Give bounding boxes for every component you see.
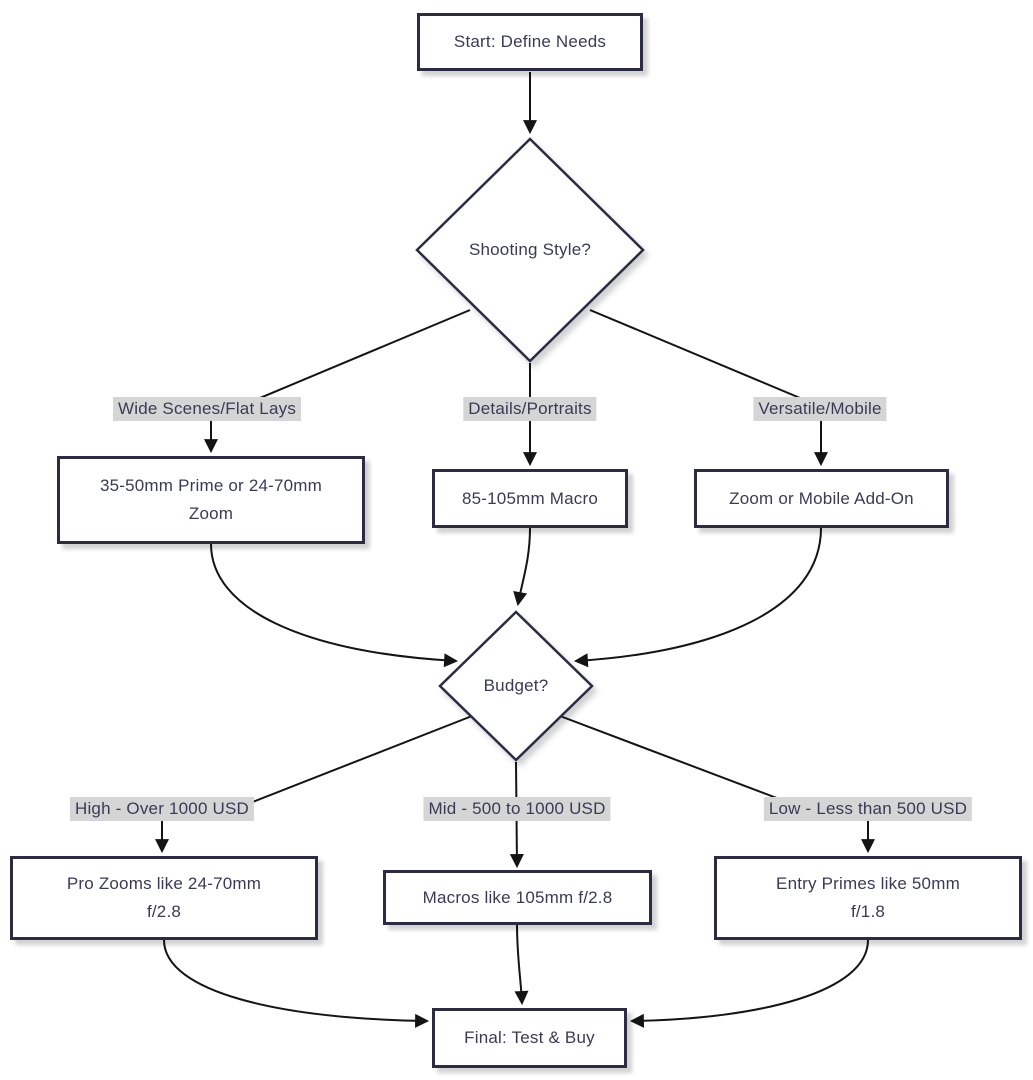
- node-mid-macros-label: Macros like 105mm f/2.8: [422, 887, 613, 907]
- edge-mid-to-final: [514, 923, 529, 1006]
- edge-zoom-to-budget: [573, 527, 822, 668]
- node-pro-zooms: Pro Zooms like 24-70mm f/2.8: [10, 856, 318, 940]
- edge-shooting-style-to-wide-upper: [247, 309, 471, 404]
- node-macro-option: 85-105mm Macro: [432, 469, 628, 528]
- node-final-label: Final: Test & Buy: [464, 1028, 595, 1048]
- node-start: Start: Define Needs: [417, 13, 643, 71]
- edge-label-high-budget: High - Over 1000 USD: [69, 797, 255, 821]
- node-pro-zooms-label: Pro Zooms like 24-70mm f/2.8: [66, 874, 262, 921]
- node-budget-label: Budget?: [483, 676, 549, 696]
- edge-entry-to-final: [629, 939, 869, 1028]
- node-budget: Budget?: [438, 610, 594, 762]
- node-zoom-option: Zoom or Mobile Add-On: [694, 469, 949, 528]
- edge-label-low-budget: Low - Less than 500 USD: [763, 797, 973, 821]
- edge-budget-to-entry-upper: [559, 715, 791, 804]
- node-start-label: Start: Define Needs: [453, 32, 607, 52]
- node-wide-option-label: 35-50mm Prime or 24-70mm Zoom: [99, 476, 323, 523]
- edge-pro-to-final: [163, 939, 430, 1028]
- node-final: Final: Test & Buy: [432, 1008, 627, 1068]
- diamond-shape: [415, 137, 645, 363]
- edge-wide-to-budget: [210, 543, 459, 668]
- edge-shooting-style-to-zoom-upper: [589, 309, 813, 404]
- edge-label-wide-scenes: Wide Scenes/Flat Lays: [112, 397, 302, 421]
- node-zoom-option-label: Zoom or Mobile Add-On: [729, 488, 914, 508]
- node-shooting-style: Shooting Style?: [415, 137, 645, 363]
- node-entry-primes-label: Entry Primes like 50mm f/1.8: [776, 874, 960, 921]
- edge-label-mid-budget: Mid - 500 to 1000 USD: [423, 797, 611, 821]
- edge-budget-to-pro-upper: [249, 715, 473, 804]
- edge-label-versatile-mobile: Versatile/Mobile: [753, 397, 887, 421]
- node-shooting-style-label: Shooting Style?: [468, 240, 592, 260]
- edge-macro-to-budget: [513, 527, 531, 607]
- node-wide-option: 35-50mm Prime or 24-70mm Zoom: [57, 456, 365, 544]
- diamond-shape: [438, 610, 594, 762]
- node-entry-primes: Entry Primes like 50mm f/1.8: [714, 856, 1022, 940]
- node-mid-macros: Macros like 105mm f/2.8: [383, 870, 652, 925]
- node-macro-option-label: 85-105mm Macro: [461, 488, 598, 508]
- edge-label-details-portraits: Details/Portraits: [463, 397, 597, 421]
